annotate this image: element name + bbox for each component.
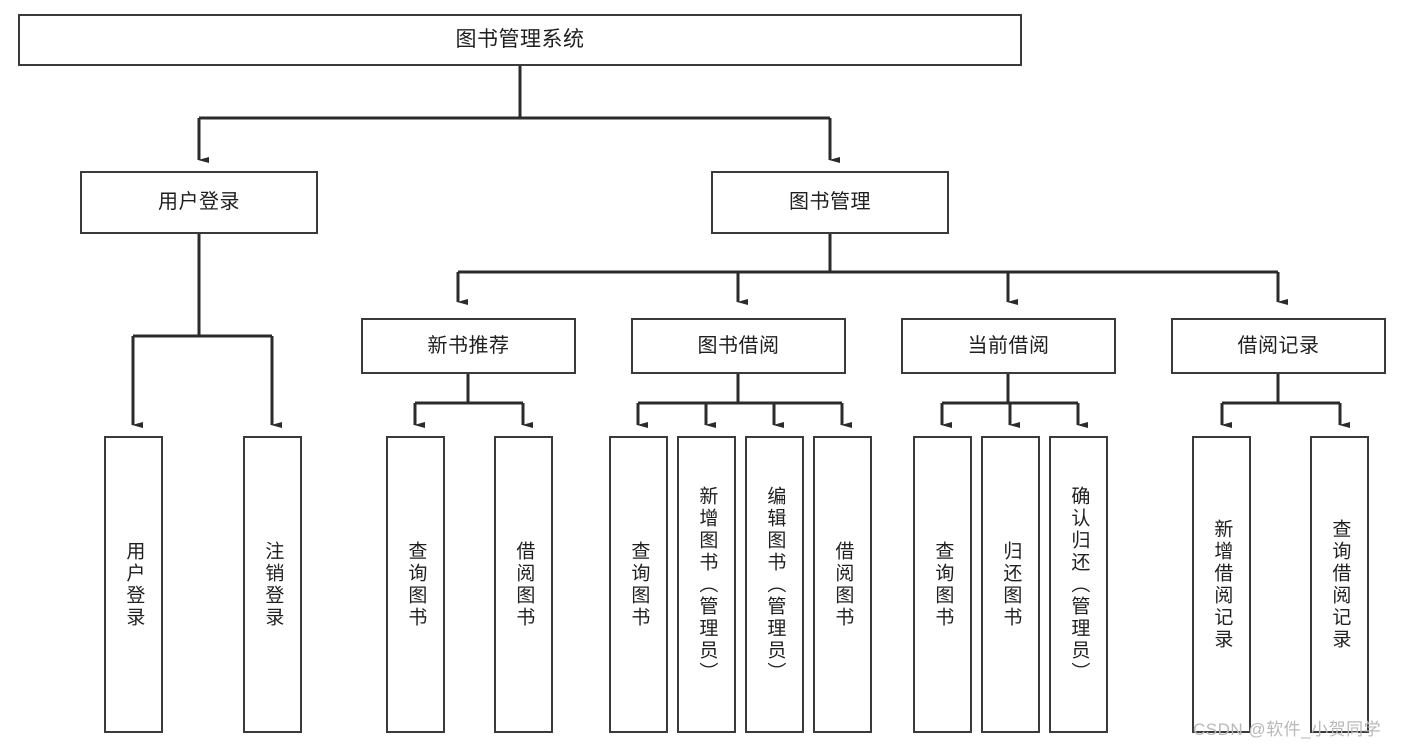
node-leaf-borrow-book-2-label: 借阅图书 [832, 540, 854, 629]
node-borrow-record-label: 借阅记录 [1237, 334, 1320, 357]
node-user-login[interactable]: 用户登录 [80, 171, 318, 234]
node-leaf-edit-book-admin-label: 编辑图书（管理员） [764, 485, 786, 684]
node-new-book-rec[interactable]: 新书推荐 [361, 318, 576, 374]
node-leaf-query-book-2-label: 查询图书 [628, 540, 650, 629]
node-leaf-confirm-return-admin[interactable]: 确认归还（管理员） [1049, 436, 1108, 733]
node-leaf-query-book-1-label: 查询图书 [405, 540, 427, 629]
node-leaf-query-borrow-record-label: 查询借阅记录 [1329, 518, 1351, 651]
node-book-borrow-label: 图书借阅 [697, 334, 780, 357]
node-current-borrow[interactable]: 当前借阅 [901, 318, 1116, 374]
node-leaf-add-book-admin[interactable]: 新增图书（管理员） [677, 436, 736, 733]
node-leaf-logout-label: 注销登录 [262, 540, 284, 629]
node-leaf-return-book-label: 归还图书 [1000, 540, 1022, 629]
node-root-label: 图书管理系统 [455, 27, 585, 51]
node-leaf-query-book-1[interactable]: 查询图书 [386, 436, 445, 733]
node-root[interactable]: 图书管理系统 [18, 14, 1022, 66]
node-leaf-borrow-book-1[interactable]: 借阅图书 [494, 436, 553, 733]
node-leaf-borrow-book-2[interactable]: 借阅图书 [813, 436, 872, 733]
node-leaf-query-book-3-label: 查询图书 [932, 540, 954, 629]
node-book-mgmt-label: 图书管理 [789, 191, 871, 213]
node-leaf-query-borrow-record[interactable]: 查询借阅记录 [1310, 436, 1369, 733]
node-leaf-add-borrow-record-label: 新增借阅记录 [1211, 518, 1233, 651]
node-book-borrow[interactable]: 图书借阅 [631, 318, 846, 374]
node-leaf-return-book[interactable]: 归还图书 [981, 436, 1040, 733]
node-borrow-record[interactable]: 借阅记录 [1171, 318, 1386, 374]
node-leaf-user-login-label: 用户登录 [123, 540, 145, 629]
node-leaf-user-login[interactable]: 用户登录 [104, 436, 163, 733]
node-user-login-label: 用户登录 [158, 191, 240, 213]
node-new-book-rec-label: 新书推荐 [427, 334, 510, 357]
node-book-mgmt[interactable]: 图书管理 [711, 171, 949, 234]
node-leaf-logout[interactable]: 注销登录 [243, 436, 302, 733]
node-current-borrow-label: 当前借阅 [967, 334, 1050, 357]
node-leaf-query-book-3[interactable]: 查询图书 [913, 436, 972, 733]
node-leaf-borrow-book-1-label: 借阅图书 [513, 540, 535, 629]
node-leaf-confirm-return-admin-label: 确认归还（管理员） [1068, 485, 1090, 684]
node-leaf-query-book-2[interactable]: 查询图书 [609, 436, 668, 733]
node-leaf-add-book-admin-label: 新增图书（管理员） [696, 485, 718, 684]
node-leaf-add-borrow-record[interactable]: 新增借阅记录 [1192, 436, 1251, 733]
node-leaf-edit-book-admin[interactable]: 编辑图书（管理员） [745, 436, 804, 733]
